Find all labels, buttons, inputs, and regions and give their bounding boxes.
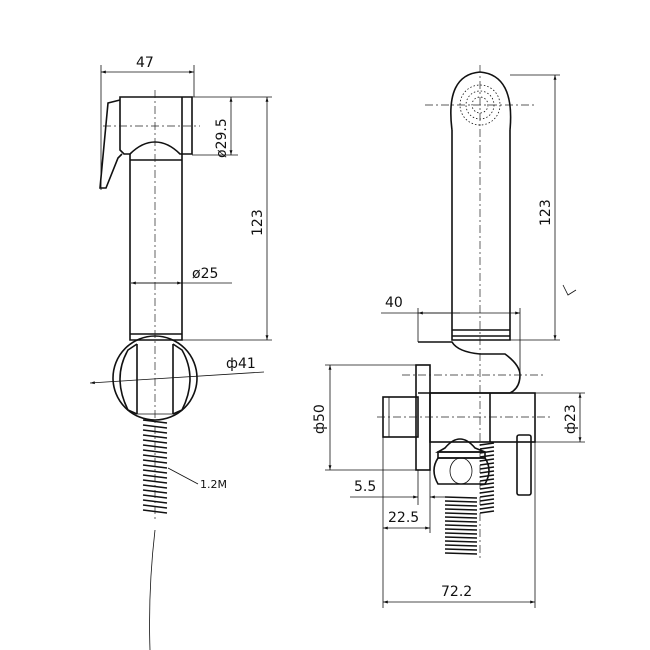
hose-coil — [479, 458, 495, 462]
hose-coil — [479, 466, 495, 470]
total-depth-label: 72.2 — [441, 584, 472, 600]
hose-coil — [479, 502, 495, 506]
hose-coil — [479, 490, 495, 494]
hose-coil — [444, 532, 478, 535]
hose-coil — [142, 429, 168, 434]
front-view-dimensions: 123 40 ф50 ф23 5.5 22.5 72.2 — [312, 74, 585, 608]
hose-coil — [444, 508, 478, 511]
hose-coil — [142, 484, 168, 489]
hose-coil — [479, 454, 495, 458]
hose-coil — [444, 496, 478, 499]
hose-coil — [444, 512, 478, 515]
hose-coil — [142, 459, 168, 464]
hose-coil — [479, 494, 495, 498]
hose-coil — [142, 504, 168, 509]
hose-coil — [142, 474, 168, 479]
hose-coil — [444, 520, 478, 523]
depth-label: 40 — [385, 295, 403, 311]
hose-coil — [142, 419, 168, 424]
hose-coil — [142, 499, 168, 504]
hose-coil — [444, 504, 478, 507]
hose-coil — [479, 442, 495, 446]
front-view-hose — [444, 442, 495, 555]
width-label: 47 — [136, 55, 154, 71]
hose-coil — [479, 506, 495, 510]
head-diameter-label: ø29.5 — [214, 118, 230, 158]
thread-length-label: 22.5 — [388, 510, 419, 526]
hose-length-label: 1.2M — [200, 478, 227, 491]
hose-coil — [479, 450, 495, 454]
hose-coil — [444, 500, 478, 503]
hose-coil — [142, 439, 168, 444]
hose-coil — [479, 470, 495, 474]
hose-coil — [479, 510, 495, 514]
side-view-handset — [99, 90, 200, 520]
hose-coil — [142, 469, 168, 474]
outlet-diameter-label: ф23 — [563, 404, 579, 434]
hose-line — [149, 529, 156, 650]
hose-coil — [444, 516, 478, 519]
hose-coil — [142, 489, 168, 494]
hose-coil — [444, 540, 478, 543]
hose-coil — [479, 462, 495, 466]
hose-coil — [142, 454, 168, 459]
hose-coil — [479, 478, 495, 482]
hose-coil — [479, 486, 495, 490]
body-diameter-label: ø25 — [192, 266, 218, 282]
hose-coil — [142, 434, 168, 439]
hose-coil — [142, 479, 168, 484]
hose-coil — [142, 444, 168, 449]
front-length-label: 123 — [538, 199, 554, 226]
hose-coil — [142, 509, 168, 514]
hose-coil — [142, 494, 168, 499]
flange-diameter-label: ф50 — [312, 404, 328, 434]
hose-coil — [142, 464, 168, 469]
flange-thickness-label: 5.5 — [354, 479, 376, 495]
holder-diameter-label: ф41 — [226, 356, 256, 372]
front-view-valve — [377, 341, 550, 496]
hose-coil — [444, 552, 478, 555]
length-label: 123 — [250, 209, 266, 236]
hose-coil — [479, 498, 495, 502]
hose-coil — [444, 528, 478, 531]
side-view-holder — [112, 335, 198, 421]
hose-coil — [444, 524, 478, 527]
hose-coil — [479, 482, 495, 486]
side-view-hose — [142, 419, 168, 514]
hose-coil — [142, 449, 168, 454]
side-view-dimensions: 47 ø29.5 123 ø25 ф41 1.2M — [89, 55, 272, 491]
hose-coil — [444, 536, 478, 539]
hose-coil — [142, 424, 168, 429]
front-view-handset — [425, 65, 535, 560]
hose-coil — [444, 544, 478, 547]
hose-coil — [479, 446, 495, 450]
hose-coil — [444, 548, 478, 551]
hose-coil — [479, 474, 495, 478]
